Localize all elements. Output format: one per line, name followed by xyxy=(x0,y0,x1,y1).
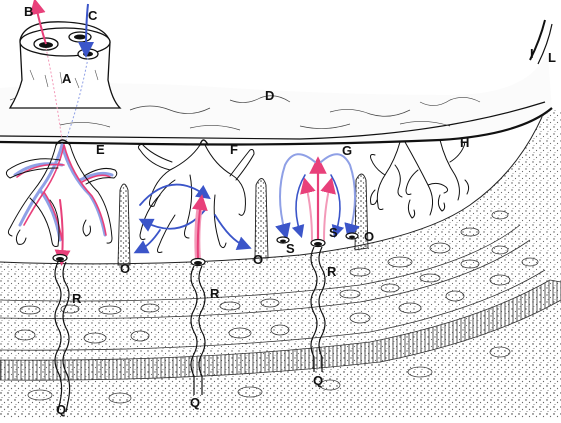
label-q-1: Q xyxy=(56,402,66,417)
label-r-2: R xyxy=(210,286,220,301)
label-o-2: O xyxy=(253,252,263,267)
villous-tree-f xyxy=(138,140,254,260)
label-i: I xyxy=(530,46,534,61)
villous-tree-e xyxy=(6,140,116,258)
label-a: A xyxy=(62,71,72,86)
label-q-2: Q xyxy=(190,395,200,410)
label-s-2: S xyxy=(329,225,338,240)
label-e: E xyxy=(96,142,105,157)
label-r-1: R xyxy=(72,291,82,306)
label-f: F xyxy=(230,142,238,157)
flow-g xyxy=(280,154,355,240)
label-b: B xyxy=(24,4,33,19)
label-o-3: O xyxy=(364,229,374,244)
label-l: L xyxy=(548,50,556,65)
label-o-1: O xyxy=(120,261,130,276)
label-r-3: R xyxy=(327,264,337,279)
villous-tree-h xyxy=(371,140,469,218)
label-s-1: S xyxy=(286,241,295,256)
label-g: G xyxy=(342,143,352,158)
label-c: C xyxy=(88,8,98,23)
label-h: H xyxy=(460,135,469,150)
label-q-3: Q xyxy=(313,373,323,388)
label-d: D xyxy=(265,88,274,103)
